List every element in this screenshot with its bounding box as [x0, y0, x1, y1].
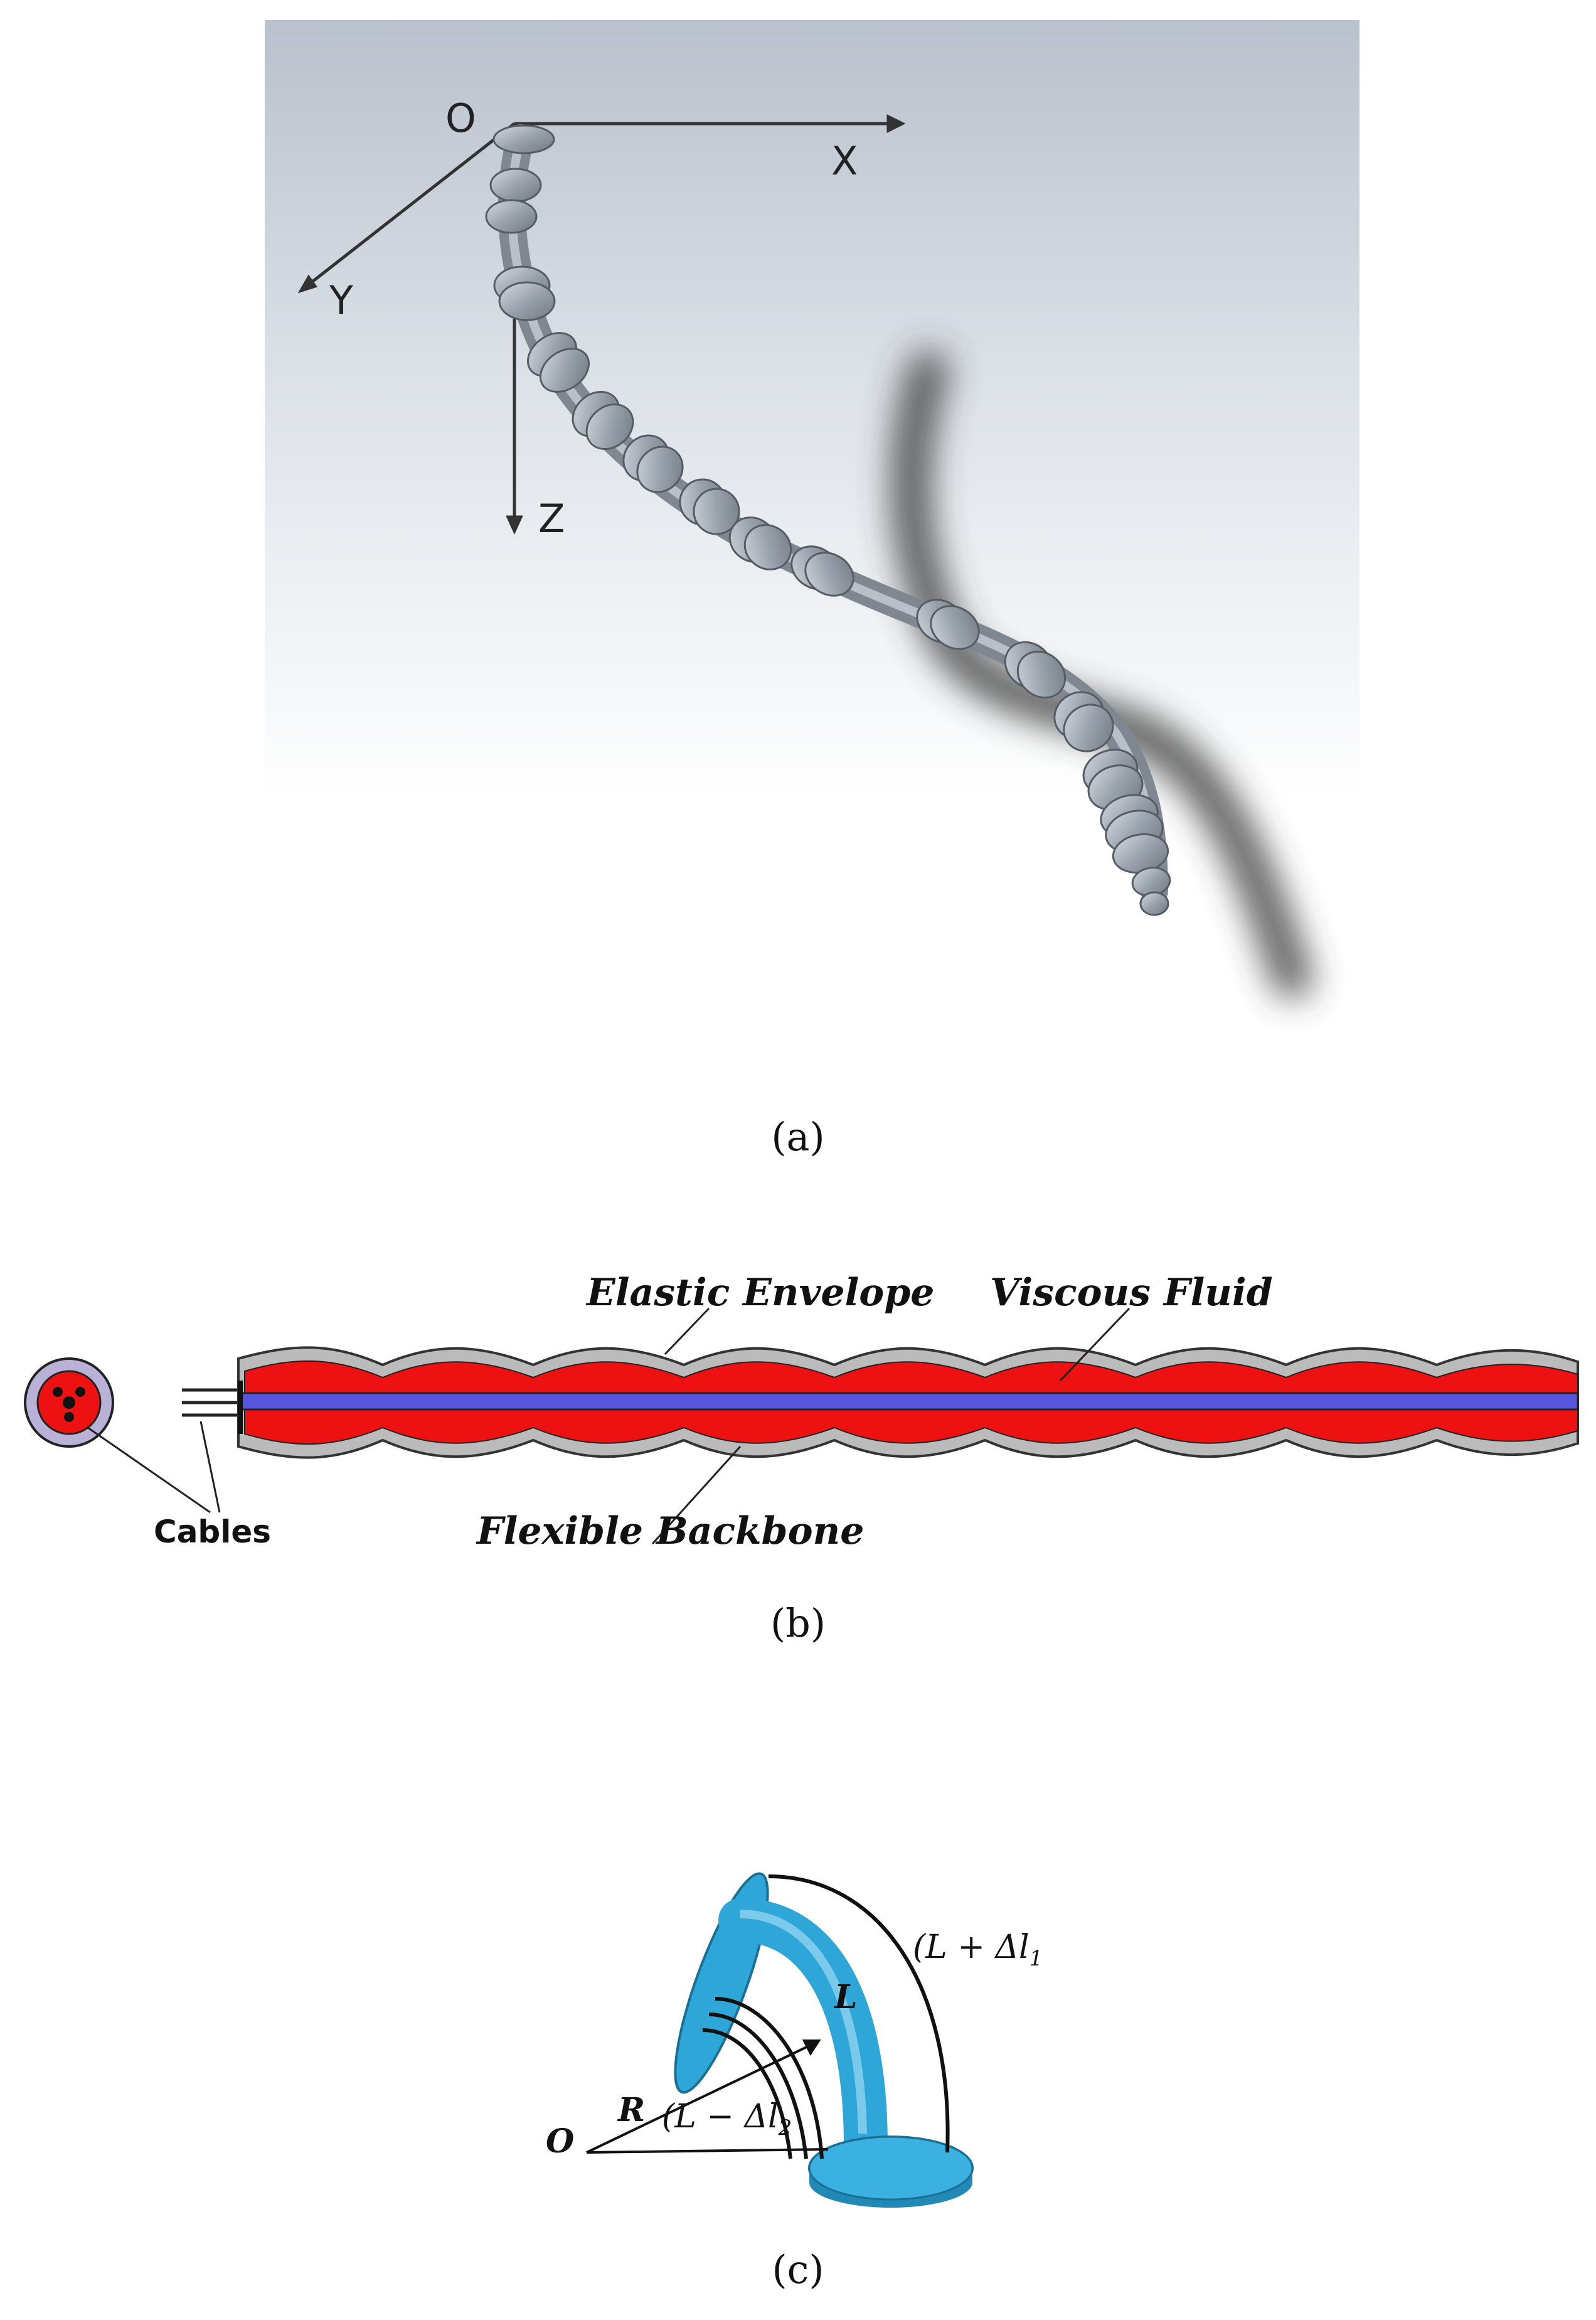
constant-curvature-diagram: O R L (L + Δl1 (L − Δl2 [546, 1872, 1043, 2208]
caption-b: (b) [770, 1600, 826, 1646]
render-background [265, 20, 1359, 1062]
label-elastic-envelope: Elastic Envelope [585, 1271, 934, 1315]
continuum-section-diagram: Elastic Envelope Viscous Fluid Cables Fl… [24, 1271, 1579, 1553]
axis-origin-label: O [445, 95, 476, 141]
label-length-plus: (L + Δl1 [913, 1928, 1043, 1971]
axis-y-label: Y [329, 277, 353, 323]
flexible-backbone [240, 1392, 1579, 1411]
axis-z-label: Z [538, 496, 565, 542]
caption-c: (c) [772, 2247, 824, 2292]
label-length-plus-main: (L + Δl [913, 1928, 1029, 1966]
label-length: L [833, 1978, 858, 2016]
label-length-plus-sub: 1 [1029, 1946, 1043, 1971]
label-radius: R [617, 2091, 645, 2129]
panel-a: O X Y Z [0, 0, 1596, 1160]
caption-a: (a) [771, 1114, 825, 1160]
panel-b: Elastic Envelope Viscous Fluid Cables Fl… [0, 1192, 1596, 1646]
label-cables: Cables [154, 1514, 271, 1550]
cable-lines [182, 1388, 238, 1417]
robot-render: O X Y Z [265, 20, 1359, 1062]
axis-x-label: X [831, 138, 858, 184]
cross-section [24, 1357, 114, 1448]
panel-c: O R L (L + Δl1 (L − Δl2 (c) [0, 1757, 1596, 2320]
robot-disks [485, 124, 1171, 916]
label-flexible-backbone: Flexible Backbone [476, 1509, 864, 1553]
bending-cables [702, 1874, 950, 2159]
leader-lines [87, 1307, 1130, 1545]
robot-shadow [891, 351, 1312, 998]
label-length-minus-main: (L − Δl [662, 2098, 779, 2136]
label-origin: O [546, 2122, 574, 2161]
radius-lines [586, 2039, 829, 2154]
label-viscous-fluid: Viscous Fluid [990, 1271, 1273, 1315]
label-length-minus: (L − Δl2 [662, 2098, 792, 2141]
label-length-minus-sub: 2 [778, 2115, 792, 2141]
